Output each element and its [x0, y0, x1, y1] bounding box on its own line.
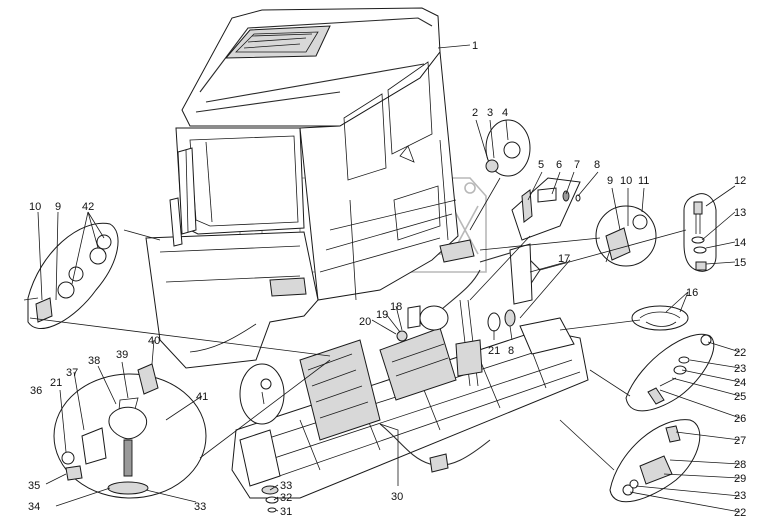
callout-label: 39	[116, 349, 128, 361]
callout-label: 23	[734, 363, 746, 375]
callout-label: 3	[487, 107, 493, 119]
detail-group-12-15	[683, 193, 717, 272]
callout-label: 30	[391, 491, 403, 503]
callout-label: 27	[734, 435, 746, 447]
callout-label: 23	[734, 490, 746, 502]
callout-label: 33	[194, 501, 206, 513]
detail-group-9-11	[595, 205, 657, 267]
callout-label: 40	[148, 335, 160, 347]
callout-label: 12	[734, 175, 746, 187]
callout-label: 21	[488, 345, 500, 357]
detail-group-2-4	[485, 119, 531, 177]
callout-label: 4	[502, 107, 508, 119]
callout-label: 33	[280, 480, 292, 492]
callout-label: 42	[82, 201, 94, 213]
callout-label: 28	[734, 459, 746, 471]
callout-label: 13	[734, 207, 746, 219]
callout-label: 11	[638, 175, 649, 187]
leader-lines	[29, 44, 741, 513]
callout-label: 6	[556, 159, 562, 171]
callout-label: 14	[734, 237, 746, 249]
detail-group-5-8	[511, 177, 581, 241]
callout-label: 5	[538, 159, 544, 171]
callout-label: 38	[88, 355, 100, 367]
callout-label: 8	[594, 159, 600, 171]
callout-label: 24	[734, 377, 746, 389]
callout-label: 7	[574, 159, 580, 171]
callout-labels: 1 2 3 4 5 6 7 8 9 10 11 12 13 14 15 10 9…	[28, 40, 746, 519]
callout-label: 10	[620, 175, 632, 187]
callout-label: 16	[686, 287, 698, 299]
callout-label: 19	[376, 309, 388, 321]
detail-group-16	[631, 305, 689, 331]
callout-label: 25	[734, 391, 746, 403]
detail-group-18-20	[396, 305, 449, 342]
callout-label: 21	[50, 377, 62, 389]
callout-label: 31	[280, 506, 292, 518]
callout-label: 10	[29, 201, 41, 213]
detail-group-22-26	[625, 333, 715, 412]
detail-group-27-29	[609, 419, 701, 503]
callout-label: 34	[28, 501, 40, 513]
callout-label: 8	[508, 345, 514, 357]
callout-label: 2	[472, 107, 478, 119]
callout-label: 37	[66, 367, 78, 379]
callout-label: 26	[734, 413, 746, 425]
callout-label: 22	[734, 507, 746, 519]
detail-group-42	[23, 222, 119, 329]
callout-label: 1	[472, 40, 478, 52]
callout-label: 36	[30, 385, 42, 397]
callout-label: 35	[28, 480, 40, 492]
cab-body	[145, 7, 459, 369]
callout-label: 20	[359, 316, 371, 328]
callout-label: 22	[734, 347, 746, 359]
callout-label: 9	[55, 201, 61, 213]
callout-label: 41	[196, 391, 208, 403]
callout-label: 9	[607, 175, 613, 187]
callout-label: 32	[280, 492, 292, 504]
detail-group-mirror-arm	[239, 363, 285, 425]
callout-label: 17	[558, 253, 570, 265]
chassis-frame	[231, 239, 589, 499]
callout-label: 15	[734, 257, 746, 269]
callout-label: 29	[734, 473, 746, 485]
detail-group-21-8	[487, 309, 516, 332]
callout-label: 18	[390, 301, 402, 313]
detail-group-35-41	[53, 363, 207, 499]
